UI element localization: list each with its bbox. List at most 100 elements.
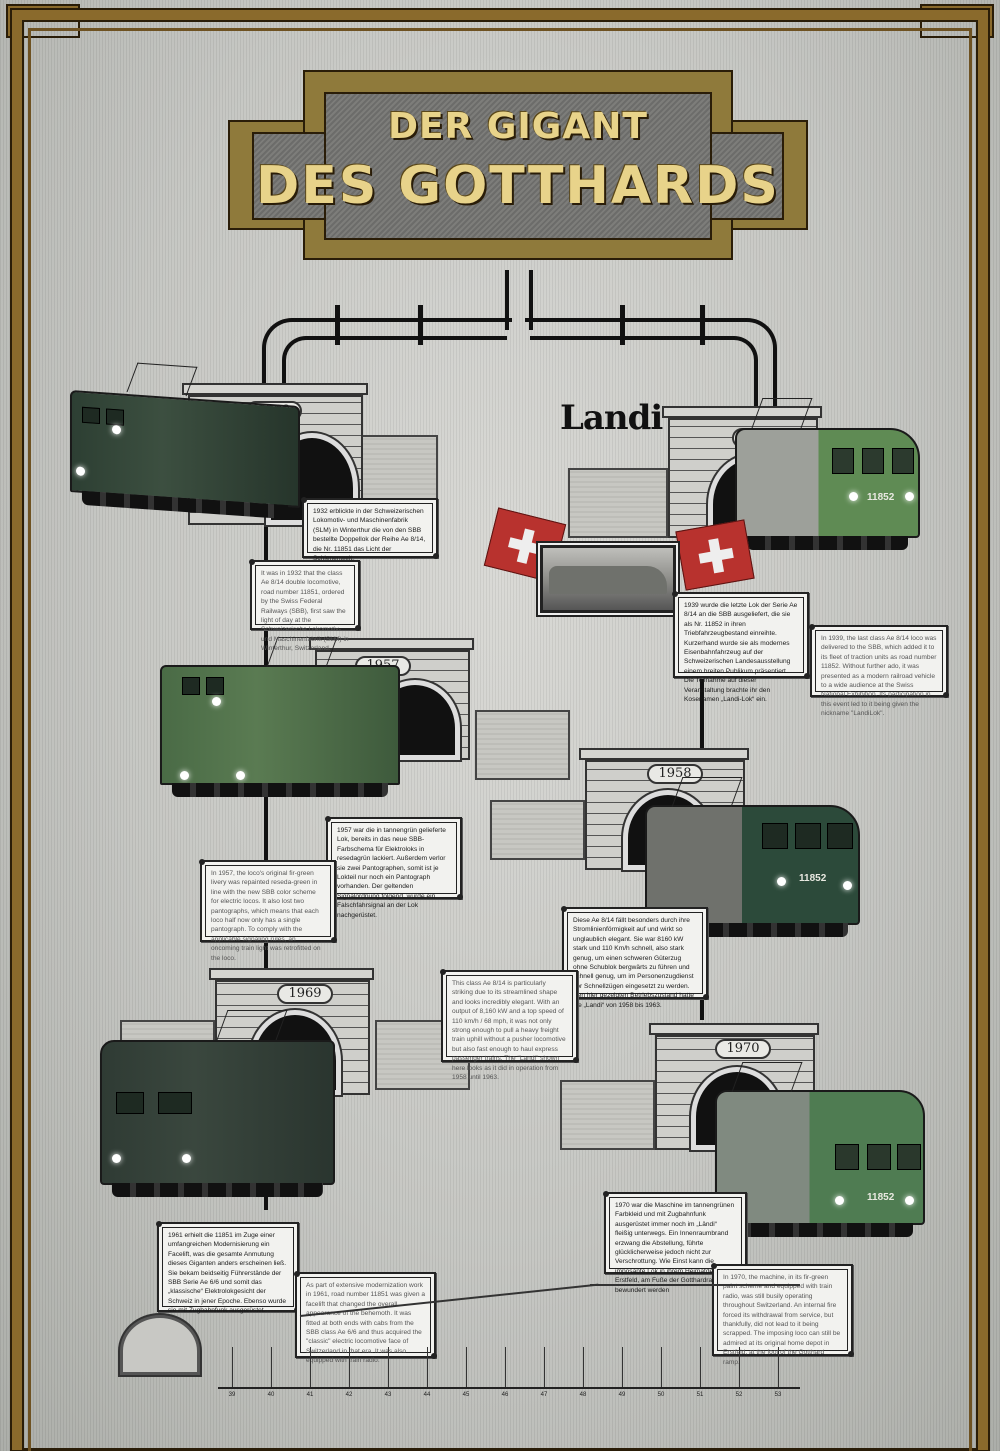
pantograph	[126, 362, 198, 397]
cab-window	[897, 1144, 921, 1170]
text-1932-en: It was in 1932 that the class Ae 8/14 do…	[249, 559, 361, 652]
track-title-stem	[505, 270, 533, 330]
headlamp	[180, 771, 189, 780]
text-1970-en: In 1970, the machine, in its fir-green p…	[711, 1263, 854, 1366]
year-plaque: 1969	[277, 984, 333, 1004]
headlamp	[236, 771, 245, 780]
ruler-tick	[349, 1347, 350, 1387]
swiss-flag-right	[675, 519, 755, 591]
title-line-2: DES GOTTHARDS	[256, 156, 780, 216]
tunnel-roof	[662, 406, 822, 418]
pantograph	[216, 1010, 288, 1040]
ruler-tick	[505, 1347, 506, 1387]
cab-window	[892, 448, 914, 474]
track-right-outer	[525, 318, 777, 418]
historic-photo-landi-lok	[540, 545, 676, 613]
locomotive-1957	[160, 637, 400, 797]
distance-ruler: 39 40 41 42 43 44 45 46 47 48 49 50 51 5…	[218, 1347, 800, 1398]
pantograph	[671, 777, 743, 807]
ruler-tick	[466, 1347, 467, 1387]
ruler-label: 46	[501, 1392, 509, 1398]
title-banner-core-center	[324, 92, 712, 240]
locomotive-1932	[70, 362, 300, 520]
road-number: 11852	[867, 492, 895, 503]
text-1957-de: 1957 war die in tannengrün gelieferte Lo…	[325, 816, 463, 919]
wheels	[112, 1183, 323, 1197]
headlamp	[212, 697, 221, 706]
headlamp	[905, 492, 914, 501]
cab-window	[832, 448, 854, 474]
ruler-label: 49	[618, 1392, 626, 1398]
text-1961-de: 1961 erhielt die 11851 im Zuge einer umf…	[156, 1221, 300, 1314]
headlamp	[905, 1196, 914, 1205]
text-1961-en: As part of extensive modernization work …	[294, 1271, 437, 1364]
tunnel-roof	[209, 968, 374, 980]
tunnel-roof	[182, 383, 368, 395]
headlamp	[182, 1154, 191, 1163]
retaining-wall	[568, 468, 668, 538]
tunnel-roof	[649, 1023, 819, 1035]
ruler-tick	[310, 1347, 311, 1387]
title-line-1: DER GIGANT	[388, 106, 648, 147]
wheels	[727, 1223, 913, 1237]
ruler-label: 41	[306, 1392, 314, 1398]
track-left-outer	[262, 318, 512, 398]
tunnel-arch	[120, 1315, 200, 1375]
track-tie	[335, 305, 340, 345]
locomotive-1939: 11852	[735, 398, 920, 550]
ruler-tick	[271, 1347, 272, 1387]
text-1932-de: 1932 erblickte in der Schweizerischen Lo…	[301, 497, 439, 562]
road-number: 11852	[867, 1192, 895, 1203]
ruler-label: 51	[696, 1392, 704, 1398]
ruler-tick	[661, 1347, 662, 1387]
cab-window	[182, 677, 200, 695]
wheels	[747, 536, 908, 550]
ruler-tick	[778, 1347, 779, 1387]
landi-logo: Landi	[560, 398, 663, 438]
year-plaque: 1958	[647, 764, 703, 784]
retaining-wall	[475, 710, 570, 780]
ruler-label: 52	[735, 1392, 743, 1398]
locomotive-1969	[100, 1010, 335, 1197]
cab-window	[862, 448, 884, 474]
ruler-tick	[388, 1347, 389, 1387]
cab-window	[206, 677, 224, 695]
track-tie	[418, 305, 423, 345]
headlamp	[849, 492, 858, 501]
ruler-tick	[583, 1347, 584, 1387]
locomotive-1970: 11852	[715, 1062, 925, 1237]
ruler-label: 50	[657, 1392, 665, 1398]
headlamp	[112, 424, 121, 435]
elevation-profile-line	[590, 1284, 800, 1286]
year-plaque: 1970	[715, 1039, 771, 1059]
track-right-inner	[530, 336, 758, 416]
ruler-label: 39	[228, 1392, 236, 1398]
cab-window	[795, 823, 821, 849]
headlamp	[777, 877, 786, 886]
tunnel-roof	[579, 748, 749, 760]
track-tie	[620, 305, 625, 345]
cab-window	[106, 408, 124, 426]
headlamp	[76, 466, 85, 477]
ruler-tick	[232, 1347, 233, 1387]
ruler-label: 45	[462, 1392, 470, 1398]
ruler-tick	[739, 1347, 740, 1387]
ruler-label: 40	[267, 1392, 275, 1398]
headlamp	[835, 1196, 844, 1205]
title-banner: DER GIGANT DES GOTTHARDS	[228, 70, 808, 260]
wheels	[172, 783, 388, 797]
retaining-wall	[490, 800, 585, 860]
headlamp	[843, 881, 852, 890]
text-1970-de: 1970 war die Maschine im tannengrünen Fa…	[603, 1191, 748, 1294]
ruler-label: 47	[540, 1392, 548, 1398]
tunnel-roof	[309, 638, 474, 650]
ruler-label: 43	[384, 1392, 392, 1398]
wooden-frame	[12, 10, 988, 1450]
text-1958-en: This class Ae 8/14 is particularly strik…	[440, 969, 579, 1081]
cab-window	[835, 1144, 859, 1170]
ruler-tick	[622, 1347, 623, 1387]
headlamp	[112, 1154, 121, 1163]
retaining-wall	[560, 1080, 655, 1150]
track-tie	[700, 305, 705, 345]
